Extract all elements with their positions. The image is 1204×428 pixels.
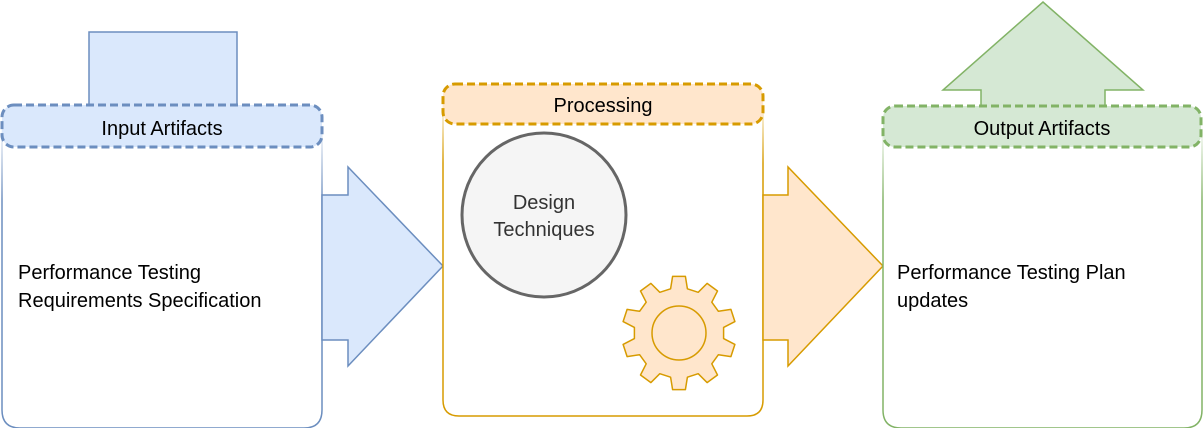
gear-icon bbox=[622, 275, 736, 391]
processing-label: Processing bbox=[554, 95, 653, 117]
processing-group: Processing Design Techniques bbox=[441, 82, 765, 417]
output-artifacts-label: Output Artifacts bbox=[974, 118, 1111, 140]
input-artifacts-label: Input Artifacts bbox=[101, 118, 222, 140]
design-techniques-circle bbox=[460, 131, 628, 299]
input-tab-shape bbox=[88, 31, 238, 113]
arrow-up-icon bbox=[941, 1, 1145, 113]
output-artifacts-group: Output Artifacts Performance Testing Pla… bbox=[881, 1, 1203, 428]
input-artifacts-header bbox=[0, 103, 324, 149]
input-content-line2: Requirements Specification bbox=[18, 290, 261, 312]
input-content-line1: Performance Testing bbox=[18, 262, 201, 284]
output-artifacts-box bbox=[882, 125, 1203, 428]
output-content-line2: updates bbox=[897, 290, 968, 312]
input-artifacts-group: Input Artifacts Performance Testing Requ… bbox=[0, 31, 324, 428]
processing-header bbox=[441, 82, 765, 126]
design-techniques-line2: Techniques bbox=[493, 219, 594, 241]
arrow-right-icon bbox=[762, 165, 885, 368]
output-content-line1: Performance Testing Plan bbox=[897, 262, 1126, 284]
arrow-right-icon bbox=[321, 165, 445, 368]
design-techniques-line1: Design bbox=[513, 192, 575, 214]
input-artifacts-box bbox=[1, 125, 323, 428]
output-artifacts-header bbox=[881, 104, 1203, 149]
